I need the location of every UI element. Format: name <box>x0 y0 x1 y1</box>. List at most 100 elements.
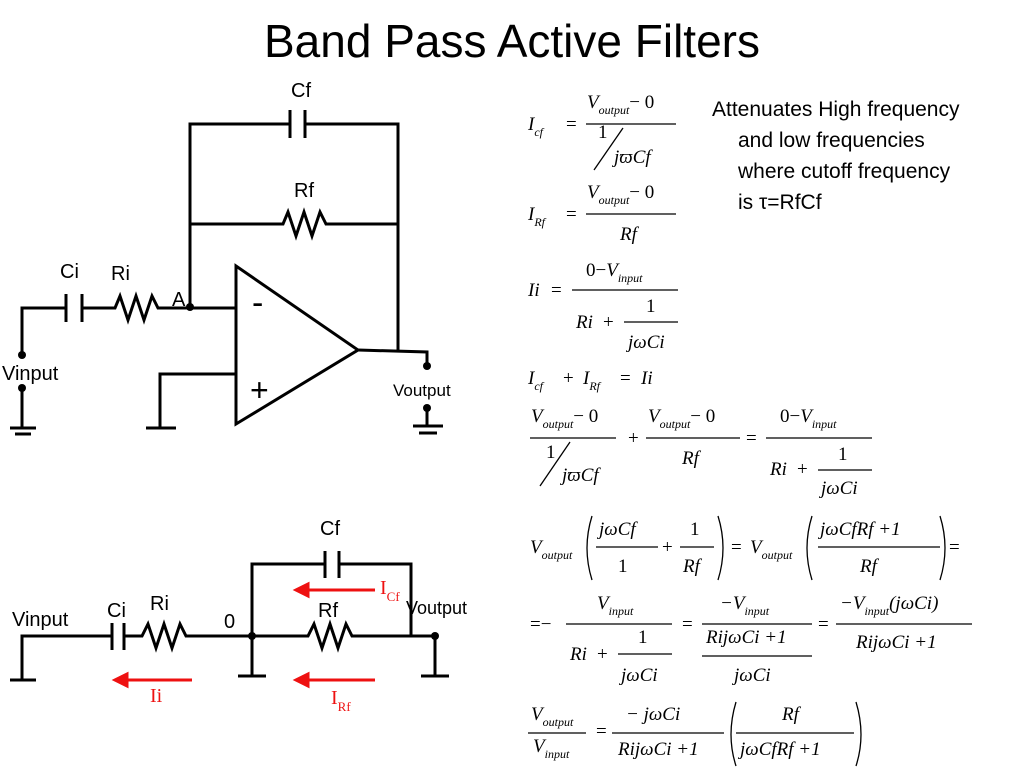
svg-text:1: 1 <box>546 442 556 463</box>
svg-text:1: 1 <box>598 122 608 143</box>
svg-text:Rf: Rf <box>859 556 880 577</box>
svg-text:jωCf: jωCf <box>596 519 638 540</box>
svg-text:Voutput− 0: Voutput− 0 <box>587 182 654 207</box>
bottom-ci-label: Ci <box>107 600 126 622</box>
equation-ii: Ii = 0−Vinput Ri + 1 jωCi <box>527 260 665 353</box>
op-amp-minus: - <box>252 284 263 322</box>
top-cf-label: Cf <box>291 80 311 102</box>
svg-text:Voutput: Voutput <box>750 537 793 562</box>
bottom-cf-wire <box>250 562 413 636</box>
svg-text:=: = <box>731 537 742 558</box>
note-line-3: where cutoff frequency <box>738 160 951 183</box>
svg-text:+: + <box>662 537 673 558</box>
svg-text:RijωCi +1: RijωCi +1 <box>705 627 787 648</box>
note-line-1: Attenuates High frequency <box>712 98 960 121</box>
bottom-rf-label: Rf <box>318 600 338 622</box>
top-feedback-wire <box>188 122 400 350</box>
svg-text:Ri: Ri <box>569 644 587 665</box>
i-cf-label: ICf <box>380 577 400 604</box>
svg-text:=: = <box>682 614 693 635</box>
svg-text:jϖCf: jϖCf <box>611 147 653 168</box>
op-amp-plus: + <box>250 372 269 408</box>
svg-text:=: = <box>949 537 960 558</box>
svg-text:0−Vinput: 0−Vinput <box>780 406 837 431</box>
svg-text:jωCi: jωCi <box>731 665 771 686</box>
svg-text:jωCfRf +1: jωCfRf +1 <box>817 519 901 540</box>
svg-text:0−Vinput: 0−Vinput <box>586 260 643 285</box>
svg-text:Vinput: Vinput <box>597 593 634 618</box>
svg-text:Voutput: Voutput <box>531 704 574 729</box>
svg-text:=: = <box>566 114 577 135</box>
bottom-ri-label: Ri <box>150 593 169 615</box>
svg-text:+: + <box>628 428 639 449</box>
svg-text:1: 1 <box>646 296 656 317</box>
svg-text:−Vinput(jωCi): −Vinput(jωCi) <box>840 593 938 618</box>
note-line-4: is τ=RfCf <box>738 191 822 214</box>
top-ci-label: Ci <box>60 261 79 283</box>
svg-text:IRf: IRf <box>582 368 602 393</box>
svg-text:Rf: Rf <box>781 704 802 725</box>
bottom-voutput-label: Voutput <box>406 598 467 618</box>
bottom-rf-wire <box>252 619 435 653</box>
svg-text:Voutput− 0: Voutput− 0 <box>531 406 598 431</box>
svg-text:Rf: Rf <box>619 224 640 245</box>
top-input-wire <box>20 291 236 355</box>
svg-text:1: 1 <box>690 519 700 540</box>
equation-simplify: =− Vinput Ri + 1 jωCi = −Vinput RijωCi +… <box>530 593 938 686</box>
top-ri-label: Ri <box>111 263 130 285</box>
note-line-2: and low frequencies <box>738 129 925 152</box>
top-voutput-label: Voutput <box>393 381 451 400</box>
equation-i-rf: IRf = Voutput− 0 Rf <box>527 182 654 245</box>
svg-text:=: = <box>746 428 757 449</box>
equation-i-cf: Icf = Voutput− 0 1 jϖCf <box>527 92 654 168</box>
svg-text:jϖCf: jϖCf <box>559 465 601 486</box>
bottom-cf-label: Cf <box>320 518 340 540</box>
svg-text:Icf: Icf <box>527 114 545 139</box>
svg-text:Vinput: Vinput <box>533 736 570 761</box>
i-i-label: Ii <box>150 685 163 707</box>
svg-text:Ri: Ri <box>769 459 787 480</box>
node-a-label: A <box>172 289 186 311</box>
svg-text:jωCi: jωCi <box>618 665 658 686</box>
svg-text:jωCi: jωCi <box>818 478 858 499</box>
svg-text:+: + <box>597 644 608 665</box>
svg-text:Ri: Ri <box>575 312 593 333</box>
svg-text:Icf: Icf <box>527 368 545 393</box>
svg-text:+: + <box>603 312 614 333</box>
svg-text:jωCfRf +1: jωCfRf +1 <box>737 739 821 760</box>
svg-text:jωCi: jωCi <box>625 332 665 353</box>
top-vinput-label: Vinput <box>2 363 59 385</box>
filter-description: Attenuates High frequency and low freque… <box>712 94 1017 218</box>
svg-text:=: = <box>596 721 607 742</box>
svg-text:Ii: Ii <box>527 280 540 301</box>
svg-text:+: + <box>563 368 574 389</box>
svg-text:IRf: IRf <box>527 204 547 229</box>
i-rf-label: IRf <box>331 687 351 714</box>
svg-text:Voutput− 0: Voutput− 0 <box>648 406 715 431</box>
svg-text:RijωCi +1: RijωCi +1 <box>617 739 699 760</box>
equation-kcl: Icf + IRf = Ii <box>527 368 653 393</box>
svg-text:RijωCi +1: RijωCi +1 <box>855 632 937 653</box>
svg-text:Rf: Rf <box>682 556 703 577</box>
svg-text:1: 1 <box>618 556 628 577</box>
svg-text:=−: =− <box>530 614 551 635</box>
op-amp-triangle <box>234 263 361 427</box>
svg-text:−Vinput: −Vinput <box>720 593 770 618</box>
svg-text:Ii: Ii <box>640 368 653 389</box>
equation-transfer: Voutput Vinput = − jωCi RijωCi +1 Rf jωC… <box>531 704 821 761</box>
slide-title: Band Pass Active Filters <box>264 15 760 67</box>
svg-text:=: = <box>818 614 829 635</box>
svg-text:=: = <box>551 280 562 301</box>
svg-text:Voutput: Voutput <box>530 537 573 562</box>
equation-combined: Voutput− 0 1 jϖCf + Voutput− 0 Rf = 0−Vi… <box>531 406 858 499</box>
top-output-wire <box>357 348 429 366</box>
svg-text:=: = <box>620 368 631 389</box>
svg-text:1: 1 <box>638 627 648 648</box>
node-0-label: 0 <box>224 611 235 633</box>
bottom-vinput-label: Vinput <box>12 609 69 631</box>
top-rf-wire <box>190 207 398 241</box>
svg-text:1: 1 <box>838 444 848 465</box>
svg-text:Rf: Rf <box>681 448 702 469</box>
svg-text:Voutput− 0: Voutput− 0 <box>587 92 654 117</box>
